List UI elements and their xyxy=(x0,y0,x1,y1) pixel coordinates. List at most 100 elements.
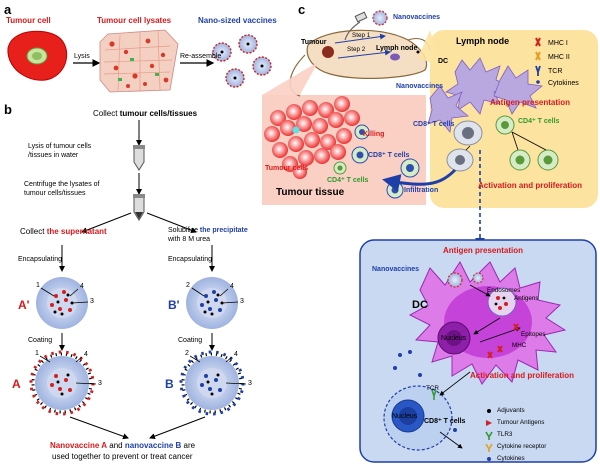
collect-bold: tumour cells/tissues xyxy=(119,109,198,118)
bottom-line2: used together to prevent or treat cancer xyxy=(52,452,193,461)
cd8-tumour-label: CD8⁺ T cells xyxy=(368,152,410,159)
infiltration-label: Infiltration xyxy=(404,187,439,194)
infiltration-arrow xyxy=(382,168,457,192)
b-label: B xyxy=(165,377,174,391)
zoom-mhc-label: MHC xyxy=(512,342,527,349)
panel-label-c: c xyxy=(298,2,306,17)
zoom-nanovaccines xyxy=(447,272,484,288)
bottom-are: are xyxy=(181,441,196,450)
legend-cytokines: Cytokines xyxy=(497,455,525,462)
collect-sup-bold: the supernatant xyxy=(46,227,107,236)
particle-a-coated xyxy=(29,350,97,416)
lysis-label: Lysis xyxy=(74,53,90,60)
aprime-num3: 3 xyxy=(90,298,94,305)
zoom-legend-icons xyxy=(485,409,493,461)
zoom-endosomes-label: Endosomes xyxy=(487,287,521,294)
centrifuge-step-line2: tumour cells/tissues xyxy=(24,190,86,197)
b-prime-label: B' xyxy=(168,298,180,312)
legend-cytokines-top: Cytokines xyxy=(548,80,579,87)
activation-arrows xyxy=(465,131,547,151)
bottom-line1: Nanovaccine A and nanovaccine B are xyxy=(50,442,195,450)
tumour-t-cells xyxy=(333,124,370,175)
dc-cluster xyxy=(427,57,543,133)
antigen-presentation-lymph: Antigen presentation xyxy=(490,98,571,107)
b-num3: 3 xyxy=(248,380,252,387)
step2-label: Step 2 xyxy=(347,46,366,53)
encapsulating-right: Encapsulating xyxy=(168,256,212,263)
to-mhc-arrow xyxy=(479,327,521,343)
to-tcell-arrow xyxy=(439,371,471,396)
to-nucleus-arrow xyxy=(473,317,501,335)
bottom-b: nanovaccine B xyxy=(124,441,182,450)
lymph-node-callout xyxy=(418,30,440,66)
cytokine-out-arrow xyxy=(439,431,463,449)
converge-arrow-right xyxy=(149,416,206,440)
cd4-tumour-label: CD4⁺ T cells xyxy=(327,177,369,184)
tumour-cell-label: Tumour cell xyxy=(6,16,51,25)
encapsulating-left: Encapsulating xyxy=(18,256,62,263)
coating-right: Coating xyxy=(178,337,203,344)
lysis-step-line2: /tissues in water xyxy=(28,152,79,159)
legend-adjuvants: Adjuvants xyxy=(497,407,525,414)
lysis-step-line1: Lysis of tumour cells xyxy=(28,143,92,150)
a-num1: 1 xyxy=(35,350,39,357)
legend-tcr: TCR xyxy=(548,68,563,75)
collect-sup-prefix: Collect xyxy=(20,227,47,236)
step1-label: Step 1 xyxy=(352,32,371,39)
converge-arrow-left xyxy=(69,416,129,440)
lymph-node-small-label: Lymph node xyxy=(376,45,418,52)
tumour-cells-label: Tumour cells xyxy=(265,165,309,172)
b-arrow-right xyxy=(146,212,197,233)
uptake-arrow xyxy=(469,284,491,297)
lymph-t-cells xyxy=(386,115,559,199)
solubilize-label: Solubilize the precipitate xyxy=(168,227,248,234)
bottom-and: and xyxy=(107,441,125,450)
zoom-tcr-label: TCR xyxy=(426,385,439,392)
legend-tumour-antigens: Tumour Antigens xyxy=(497,419,545,426)
collect-prefix: Collect xyxy=(93,109,120,118)
step2-arrow xyxy=(337,49,391,59)
dendritic-cell xyxy=(408,260,567,385)
nanovaccines-mid-label: Nanovaccines xyxy=(396,83,444,90)
nano-vaccine-particles xyxy=(212,34,272,88)
a-num4: 4 xyxy=(84,351,88,358)
zoom-antigen-presentation: Antigen presentation xyxy=(443,246,524,255)
mhc-markers xyxy=(487,323,519,359)
panel-label-a: a xyxy=(4,2,12,17)
nanovaccine-icon-top xyxy=(372,10,388,26)
reassemble-label: Re-assemble xyxy=(180,53,222,60)
panel-label-b: b xyxy=(4,102,12,117)
zoom-nucleus-dc-label: Nucleus xyxy=(441,335,467,342)
activation-lymph: Activation and proliferation xyxy=(478,181,583,190)
legend-tlr3: TLR3 xyxy=(497,431,513,438)
b-num4: 4 xyxy=(234,351,238,358)
zoom-antigens-label: Antigens xyxy=(514,295,539,302)
zoom-cd8-label: CD8⁺ T cells xyxy=(424,418,466,425)
collect-tumour-label: Collect tumour cells/tissues xyxy=(93,110,197,118)
tumour-cell-drawing xyxy=(7,30,68,81)
aprime-num4: 4 xyxy=(80,283,84,290)
nanovaccines-top-label: Nanovaccines xyxy=(393,14,441,21)
particle-a-prime xyxy=(36,277,89,329)
tumour-label: Tumour xyxy=(301,39,327,46)
tumour-lysate-drawing xyxy=(99,29,179,93)
solubilize-line2: with 8 M urea xyxy=(168,236,211,243)
centrifuge-step-line1: Centrifuge the lysates of xyxy=(24,181,100,188)
dc-lymph-label: DC xyxy=(438,58,449,65)
bottom-a: Nanovaccine A xyxy=(50,441,108,450)
particle-b-prime xyxy=(186,277,239,329)
solubilize-prefix: Solubilize xyxy=(168,227,200,234)
solubilize-bold: the precipitate xyxy=(199,227,248,234)
centrifuge-tube-2 xyxy=(133,194,145,221)
nano-vaccines-label: Nano-sized vaccines xyxy=(198,16,277,25)
tumour-cell-lysates-label: Tumour cell lysates xyxy=(97,16,172,25)
a-label: A xyxy=(12,377,21,391)
zoom-activation-label: Activation and proliferation xyxy=(470,371,575,380)
cd4-lymph-label: CD4⁺ T cells xyxy=(518,118,560,125)
legend-mhc1: MHC I xyxy=(548,40,568,47)
bprime-num2: 2 xyxy=(186,282,190,289)
coating-left: Coating xyxy=(28,337,53,344)
b-arrow-left xyxy=(81,212,132,233)
